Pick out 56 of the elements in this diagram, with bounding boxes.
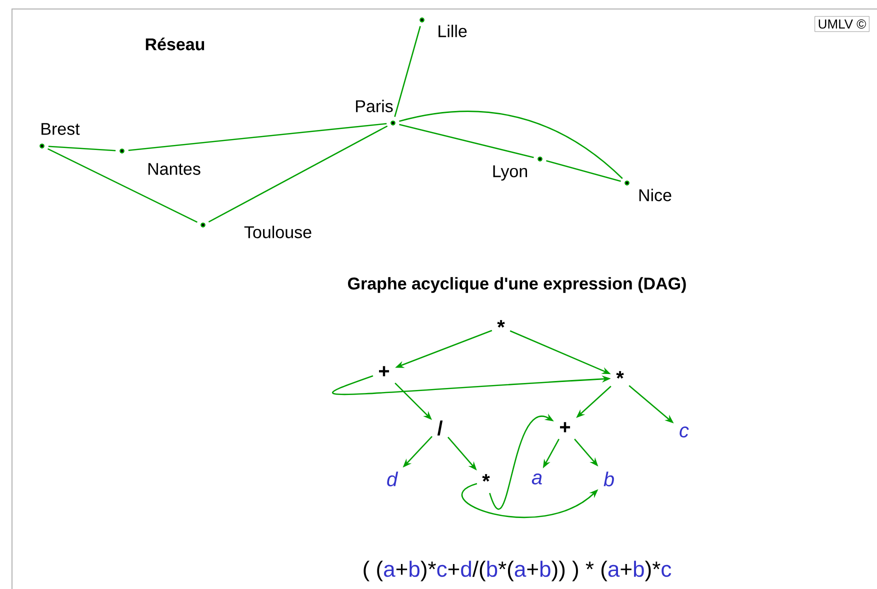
node-label: Nice — [639, 188, 672, 202]
label: + — [448, 564, 460, 575]
node-label: Lille — [438, 24, 467, 38]
heading: Graphe acyclique d'une expression (DAG) — [348, 277, 686, 293]
connection-line — [399, 110, 623, 179]
connection-line — [399, 124, 534, 158]
copyright-note: UMLV © — [814, 16, 870, 32]
operator-label: * — [497, 320, 505, 328]
label: a — [608, 564, 620, 577]
operator-label: + — [560, 422, 570, 432]
operator-label: * — [616, 371, 624, 379]
label: b — [410, 560, 420, 577]
variable-label: d — [387, 472, 398, 486]
label: + — [396, 564, 408, 575]
node-label: Brest — [42, 123, 80, 135]
connection-line — [546, 160, 621, 182]
label: c — [662, 564, 672, 577]
label: c — [437, 564, 447, 577]
label: /( — [472, 560, 486, 582]
label: a — [384, 564, 396, 577]
label: b — [634, 560, 644, 577]
city-point: Paris — [356, 100, 396, 126]
city-point: Nantes — [120, 148, 200, 175]
label: + — [527, 564, 538, 575]
operator-label: / — [437, 420, 443, 436]
label: b — [487, 560, 498, 577]
label: d — [461, 560, 471, 577]
node-label: Paris — [356, 100, 393, 112]
city-point: Brest — [40, 123, 80, 148]
city-point: Lille — [420, 18, 467, 38]
node-label: Nantes — [148, 163, 200, 175]
label: + — [620, 564, 632, 575]
connection-line — [128, 123, 387, 151]
city-point: Nice — [624, 180, 672, 202]
node-label: Toulouse — [244, 226, 312, 238]
variable-label: a — [532, 474, 542, 484]
connection-line — [394, 26, 421, 117]
connection-line — [48, 148, 198, 223]
connection-line — [48, 146, 116, 152]
label: *( — [498, 560, 514, 582]
heading: Réseau — [146, 38, 204, 50]
label: )* — [644, 560, 660, 582]
label: )) ) * ( — [551, 560, 608, 582]
city-point: Lyon — [493, 156, 542, 181]
expression-text: ( (a+b)*c+d/(b*(a+b)) ) * (a+b)*c — [364, 560, 672, 582]
label: a — [514, 564, 526, 577]
variable-label: c — [680, 426, 689, 438]
label: ( ( — [364, 560, 383, 582]
label: b — [540, 560, 550, 577]
operator-label: * — [482, 474, 490, 482]
city-point: Toulouse — [200, 222, 312, 238]
label: )* — [420, 560, 436, 582]
variable-label: b — [604, 472, 614, 486]
connection-line — [208, 125, 388, 223]
node-label: Lyon — [493, 165, 528, 181]
operator-label: + — [379, 366, 390, 376]
